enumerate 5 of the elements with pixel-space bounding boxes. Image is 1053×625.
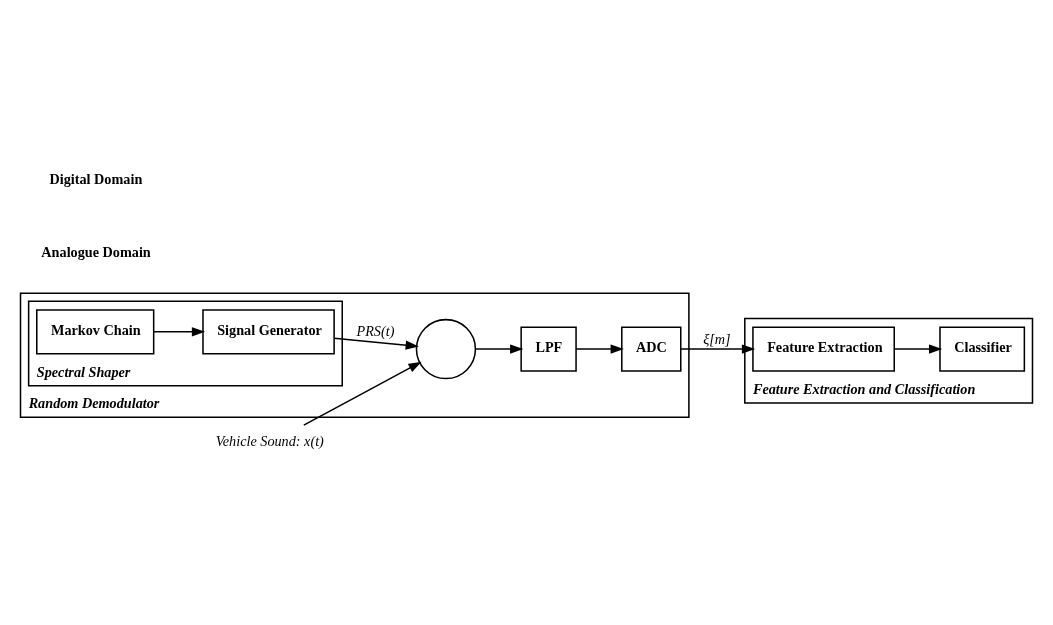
edge-label: PRS(t) bbox=[356, 323, 395, 340]
label: Digital Domain bbox=[49, 171, 143, 188]
node-text: Vehicle Sound: x(t) bbox=[215, 433, 324, 450]
label: Analogue Domain bbox=[41, 244, 151, 261]
edge-label: ξ[m] bbox=[703, 331, 731, 348]
